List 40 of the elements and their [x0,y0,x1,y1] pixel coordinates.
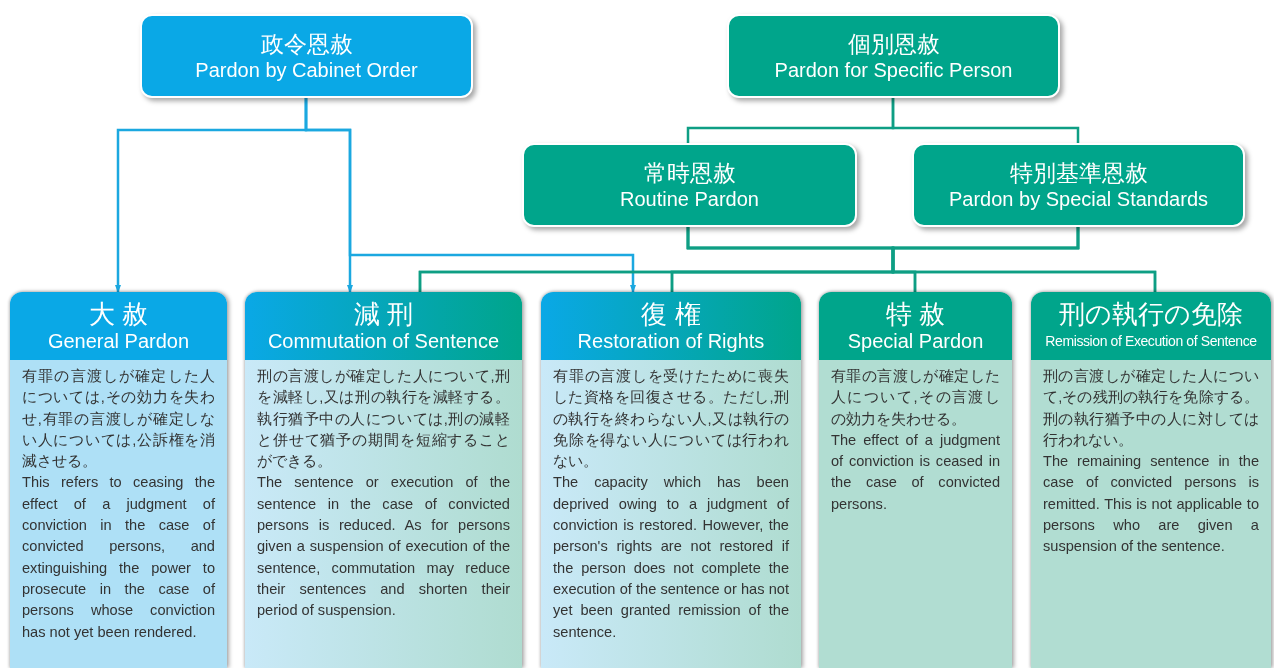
heading-text: 常時恩赦 [642,159,737,187]
category-card [819,292,1012,668]
english-description-text: This refers to ceasing the effect of a judgment of conviction in the case of convicted persons, and extinguishing the power to prosecute in the case of persons whose conviction has not yet been rendered. [22,473,215,642]
english-heading-text: Routine Pardon [619,186,760,211]
japanese-description-text: 有罪の言渡しを受けたために喪失した資格を回復させる。ただし,刑の執行を終わらない人,又は執行の免除を得ない人については行われない。 [553,367,789,472]
english-heading-text: Remission of Execution of Sentence [1044,332,1258,351]
english-description-text: The sentence or execution of the sentence in the case of convicted persons is reduced. As for persons given a suspension of execution of the sentence, commutation may reduce their sentences and shorten their period of suspension. [257,473,510,621]
category-card [1031,292,1271,668]
heading-text: 特 赦 [884,299,947,329]
heading-text: 復 権 [640,299,702,329]
category-box [912,143,1245,227]
category-card [541,292,801,668]
japanese-description-text: 有罪の言渡しが確定した人については,その効力を失わせ,有罪の言渡しが確定しない人については,公訴権を消滅させる。 [22,367,215,472]
category-box [140,14,473,98]
english-heading-text: General Pardon [46,329,191,353]
heading-text: 減 刑 [352,299,415,329]
english-heading-text: Pardon by Special Standards [947,186,1210,211]
english-heading-text: Commutation of Sentence [266,329,501,353]
category-card [10,292,227,668]
english-description-text: The capacity which has been deprived owing to a judgment of conviction is restored. However, the person's rights are not restored if the person does not complete the execution of the sentence or has not yet been granted remission of the sentence. [553,473,789,642]
japanese-description-text: 刑の言渡しが確定した人について,刑を減軽し,又は刑の執行を減軽する。執行猶予中の人については,刑の減軽と併せて猶予の期間を短縮することができる。 [257,367,510,472]
japanese-description-text: 刑の言渡しが確定した人について,その残刑の執行を免除する。刑の執行猶予中の人に対しては行われない。 [1043,367,1259,450]
arrow [304,98,636,293]
heading-text: 大 赦 [87,299,150,329]
heading-text: 個別恩赦 [846,30,941,58]
connector-line [891,98,1080,143]
category-box [727,14,1060,98]
heading-text: 刑の執行の免除 [1058,299,1244,329]
english-heading-text: Restoration of Rights [576,329,766,353]
english-description-text: The effect of a judgment of conviction is ceased in the case of convicted persons. [831,430,1000,514]
english-heading-text: Special Pardon [846,329,985,353]
category-box [522,143,857,227]
category-card [245,292,522,668]
japanese-description-text: 有罪の言渡しが確定した人について,その言渡しの効力を失わせる。 [831,367,1000,429]
english-description-text: The remaining sentence in the case of convicted persons is remitted. This is not applicable to persons who are given a suspension of the sentence. [1043,452,1259,557]
heading-text: 政令恩赦 [259,30,354,58]
connector-line [891,227,1157,292]
english-heading-text: Pardon for Specific Person [773,57,1014,82]
english-heading-text: Pardon by Cabinet Order [194,57,419,82]
heading-text: 特別基準恩赦 [1008,159,1149,187]
